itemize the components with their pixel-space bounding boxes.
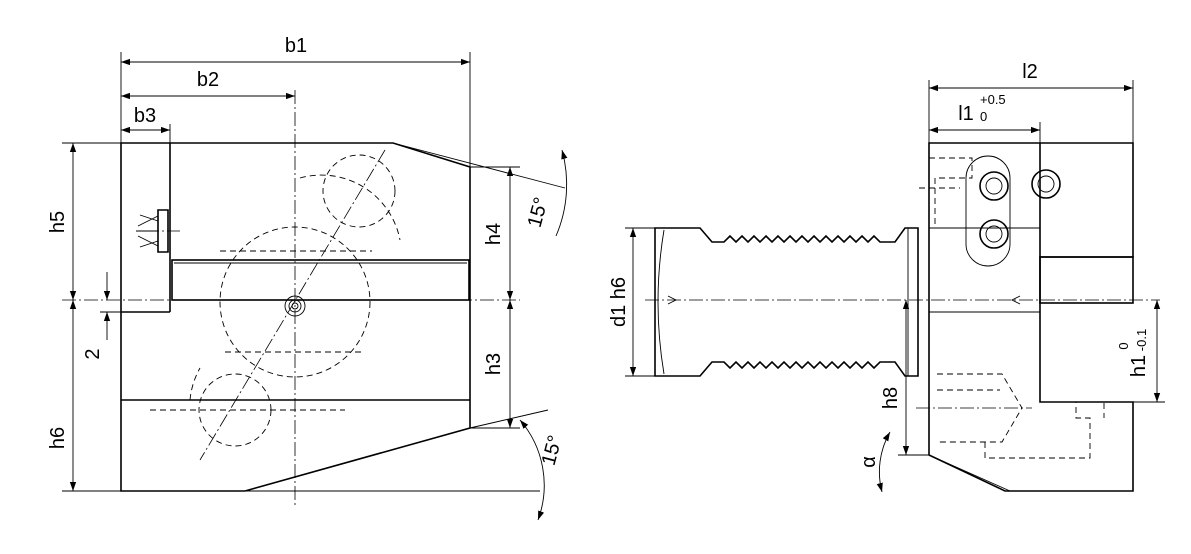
- hidden-coolant-channel: [984, 401, 1105, 459]
- label-h6: h6: [47, 427, 69, 449]
- shank-outline: [654, 227, 919, 377]
- label-alpha: α: [858, 456, 880, 468]
- hidden-bore-upper: [929, 157, 973, 228]
- diagonal-centerline: [199, 149, 386, 461]
- shank-end-chamfer: [657, 229, 665, 375]
- side-body-outline: [928, 142, 1134, 492]
- label-h4: h4: [483, 223, 505, 245]
- side-clamp-bar: [1039, 256, 1134, 304]
- front-view-outline: [120, 142, 471, 492]
- side-screw: [157, 209, 169, 253]
- label-angle-top: 15°: [524, 195, 553, 230]
- label-l1-tol-upper: +0.5: [980, 92, 1006, 107]
- label-h5: h5: [47, 211, 69, 233]
- label-dim-2: 2: [82, 348, 104, 359]
- label-h3: h3: [483, 353, 505, 375]
- screw-right-socket: [1037, 175, 1055, 193]
- front-view: b1 b2 b3 h5 h6 2 h4 h3 15° 15°: [47, 35, 568, 521]
- label-h1-tol-upper: 0: [1116, 342, 1131, 349]
- screw-upper-socket: [985, 177, 1003, 195]
- ext-alpha: [928, 454, 1011, 492]
- hidden-circle-upper: [322, 154, 396, 228]
- label-b3: b3: [134, 105, 156, 127]
- screw-lower-socket: [985, 225, 1003, 243]
- label-h1: h1: [1128, 355, 1150, 377]
- screw-upper-head: [979, 171, 1009, 201]
- clamp-bar: [171, 259, 470, 301]
- screw-lower-head: [979, 219, 1009, 249]
- label-h8: h8: [880, 387, 902, 409]
- label-l2: l2: [1022, 61, 1038, 83]
- screw-slot: [965, 155, 1011, 267]
- dim-angle-top: [555, 149, 568, 237]
- side-view: l2 l1 +0.5 0 d1 h6 h8 α h1 0 -0.1: [608, 61, 1165, 493]
- hidden-arc-lower: [189, 367, 201, 401]
- label-d1h6: d1 h6: [608, 277, 630, 327]
- label-b2: b2: [197, 69, 219, 91]
- screw-right-head: [1031, 169, 1061, 199]
- label-h1-tol-lower: -0.1: [1134, 329, 1149, 351]
- label-l1-tol-lower: 0: [980, 109, 987, 124]
- side-center-bore: [1010, 295, 1021, 305]
- dim-angle-bottom: [519, 419, 545, 521]
- label-angle-bottom: 15°: [538, 433, 567, 468]
- ext-angle-top: [392, 142, 566, 189]
- hidden-arc-upper: [299, 174, 401, 241]
- ext-angle-bottom: [469, 409, 549, 429]
- dim-alpha: [876, 431, 891, 493]
- label-l1: l1: [958, 103, 974, 125]
- label-b1: b1: [285, 35, 307, 57]
